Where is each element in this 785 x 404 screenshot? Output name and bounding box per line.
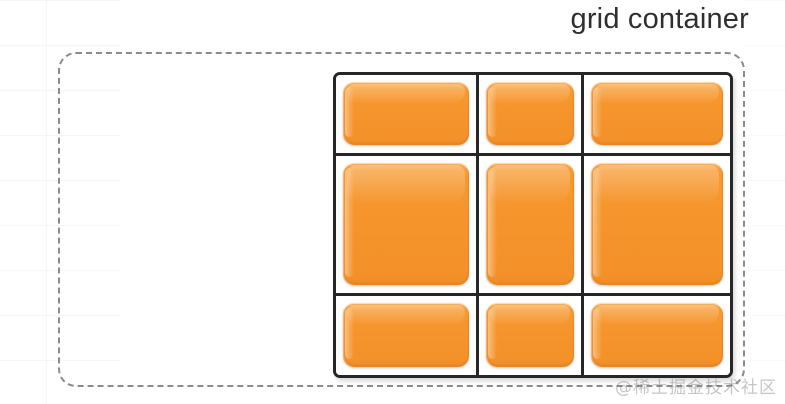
grid-cell bbox=[584, 155, 730, 297]
page-title: grid container bbox=[570, 3, 749, 35]
grid-item-8[interactable] bbox=[485, 303, 575, 367]
grid-cell bbox=[336, 296, 479, 375]
grid bbox=[333, 72, 733, 378]
grid-cell bbox=[478, 155, 585, 297]
grid-cell bbox=[336, 75, 479, 156]
grid-cell bbox=[478, 75, 585, 156]
watermark: @稀土掘金技术社区 bbox=[615, 378, 777, 398]
grid-item-9[interactable] bbox=[591, 303, 723, 367]
grid-item-4[interactable] bbox=[343, 162, 469, 286]
paper-ruled-lines-right bbox=[745, 0, 785, 404]
grid-container-boundary bbox=[58, 52, 745, 387]
grid-cell bbox=[478, 296, 585, 375]
paper-margin-line bbox=[46, 0, 47, 404]
grid-item-2[interactable] bbox=[485, 82, 575, 145]
grid-item-7[interactable] bbox=[343, 303, 469, 367]
grid-item-6[interactable] bbox=[591, 162, 723, 286]
grid-item-5[interactable] bbox=[485, 162, 575, 286]
grid-item-1[interactable] bbox=[343, 82, 469, 145]
grid-cell bbox=[584, 75, 730, 156]
grid-item-3[interactable] bbox=[591, 82, 723, 145]
grid-cell bbox=[336, 155, 479, 297]
grid-cell bbox=[584, 296, 730, 375]
